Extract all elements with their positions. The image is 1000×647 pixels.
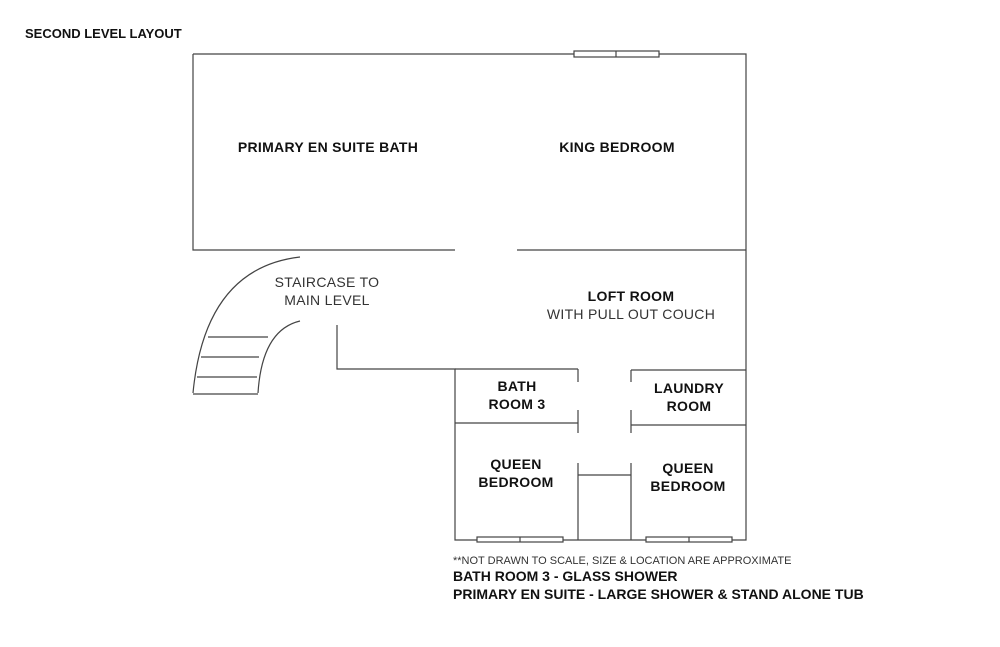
plan-notes: **NOT DRAWN TO SCALE, SIZE & LOCATION AR… — [453, 555, 864, 603]
room-queen-right: QUEEN BEDROOM — [650, 459, 725, 495]
bath3-line-1: BATH — [497, 378, 537, 394]
window-queen-right — [645, 536, 733, 543]
staircase-line-2: MAIN LEVEL — [284, 292, 370, 308]
laundry-line-1: LAUNDRY — [653, 380, 725, 396]
queen-left-line-2: BEDROOM — [478, 474, 554, 490]
room-laundry: LAUNDRY ROOM — [654, 379, 724, 415]
note-primary-suite: PRIMARY EN SUITE - LARGE SHOWER & STAND … — [453, 586, 864, 602]
room-primary-bath: PRIMARY EN SUITE BATH — [237, 139, 419, 155]
room-queen-left: QUEEN BEDROOM — [478, 455, 553, 491]
room-loft: LOFT ROOM WITH PULL OUT COUCH — [547, 287, 715, 323]
room-king-bedroom: KING BEDROOM — [559, 139, 675, 155]
room-staircase: STAIRCASE TO MAIN LEVEL — [275, 273, 380, 309]
plan-title: SECOND LEVEL LAYOUT — [25, 26, 182, 41]
staircase-line-1: STAIRCASE TO — [274, 274, 380, 290]
room-bath3: BATH ROOM 3 — [488, 377, 545, 413]
queen-left-line-1: QUEEN — [490, 456, 542, 472]
queen-right-line-1: QUEEN — [662, 460, 714, 476]
note-bath3: BATH ROOM 3 - GLASS SHOWER — [453, 568, 678, 584]
laundry-line-2: ROOM — [666, 398, 712, 414]
bath3-line-2: ROOM 3 — [488, 396, 546, 412]
loft-line-1: LOFT ROOM — [587, 288, 675, 304]
loft-line-2: WITH PULL OUT COUCH — [546, 306, 716, 322]
window-top — [573, 50, 660, 58]
window-queen-left — [476, 536, 564, 543]
queen-right-line-2: BEDROOM — [650, 478, 726, 494]
walls — [192, 53, 747, 541]
scale-disclaimer: **NOT DRAWN TO SCALE, SIZE & LOCATION AR… — [453, 555, 792, 567]
staircase-drawing — [192, 256, 301, 395]
